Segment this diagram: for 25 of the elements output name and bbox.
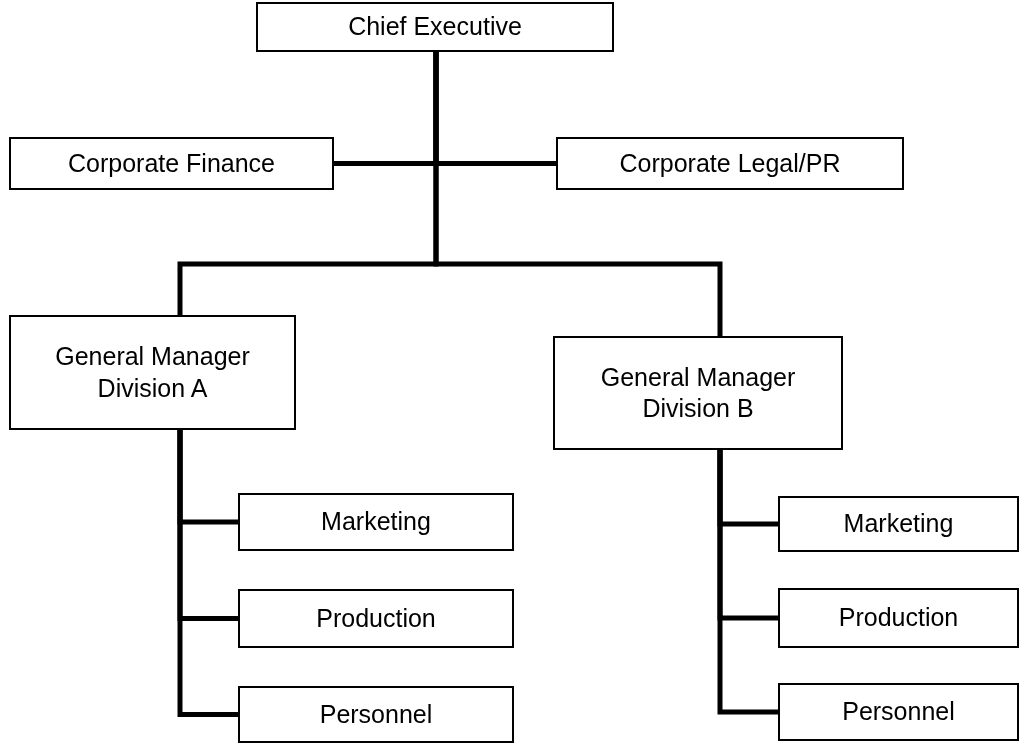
org-box (9, 137, 334, 190)
box-label: Marketing (321, 506, 431, 538)
org-box (238, 589, 514, 648)
connector-line (433, 49, 723, 339)
box-label: Chief Executive (348, 11, 522, 43)
org-box (238, 493, 514, 551)
org-box (553, 336, 843, 450)
box-label: Production (316, 602, 436, 634)
box-label: Corporate Legal/PR (619, 147, 841, 179)
box-label: Personnel (842, 696, 955, 728)
org-box (238, 686, 514, 743)
org-box (9, 315, 296, 430)
connector-line (717, 447, 781, 715)
org-box (256, 2, 614, 52)
org-box (778, 588, 1019, 648)
org-box (778, 683, 1019, 741)
box-label: General Manager Division A (54, 341, 251, 404)
box-label: Personnel (319, 698, 433, 730)
box-label: Marketing (843, 508, 954, 540)
org-box (778, 496, 1019, 552)
org-box (556, 137, 904, 190)
box-label: General Manager Division B (599, 361, 797, 424)
box-label: Corporate Finance (67, 147, 276, 179)
box-label: Production (838, 602, 959, 634)
connector-line (177, 427, 241, 717)
